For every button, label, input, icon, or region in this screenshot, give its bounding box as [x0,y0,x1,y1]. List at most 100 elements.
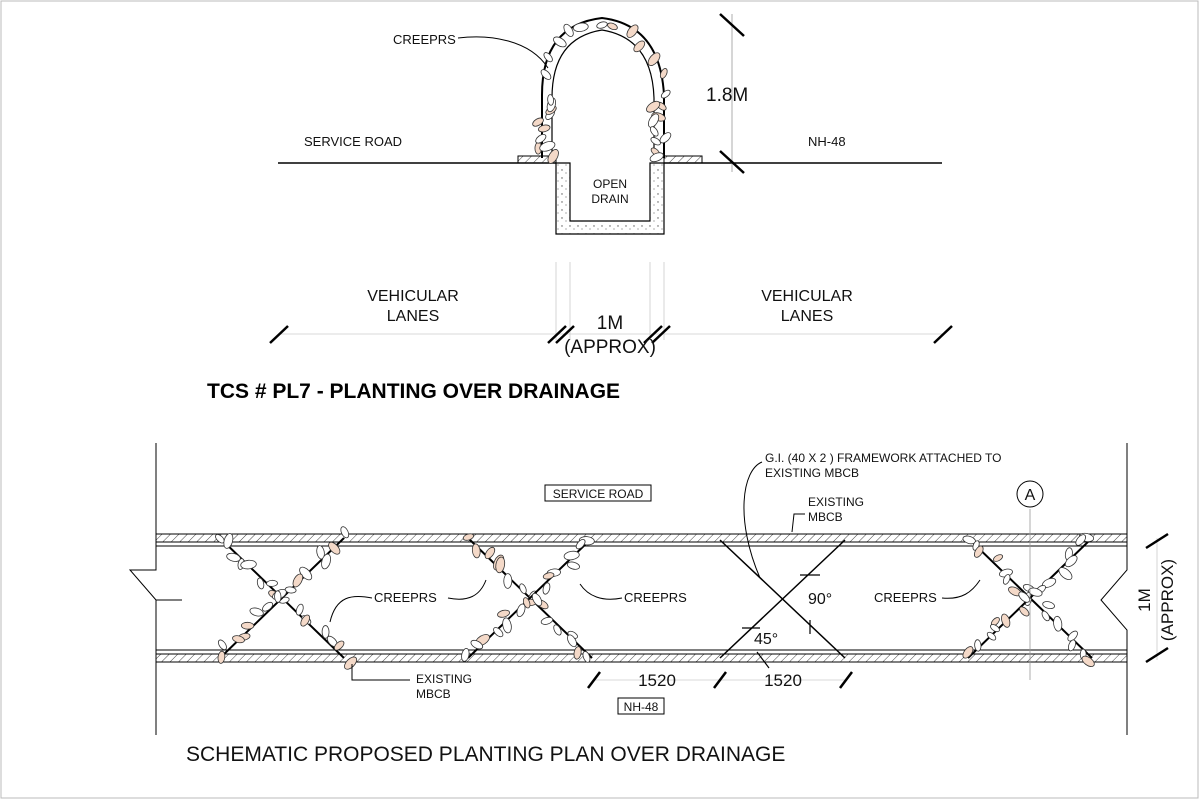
leaf-shape [563,23,574,37]
leaf-shape [519,583,527,594]
leaf-shape [542,572,555,580]
leaf-shape [1042,601,1055,610]
section-marker-circle [1016,480,1044,508]
leaf-shape [502,617,512,634]
leaf-shape [537,124,551,133]
side-dim-tick-bottom [1145,646,1169,664]
leaf-shape [986,631,997,641]
leaf-shape [223,533,234,549]
leaf-shape [553,624,562,636]
existing-top-2: MBCB [808,510,843,524]
leaf-shape [295,603,304,616]
plan-left-break [128,443,182,735]
creepers-2-leader [579,583,623,600]
creepers-1-leader [329,595,373,623]
spacing-tick-2 [713,671,727,689]
leaf-shape [582,651,591,663]
plan-right-break [1100,443,1128,735]
spacing-label-2: 1520 [764,671,802,690]
leaf-shape [240,621,255,630]
framework-leader [743,461,763,579]
side-dim-tick-top [1145,532,1169,550]
leaf-shape [647,52,661,66]
leaf-shape [573,646,582,660]
leaf-shape [240,559,257,570]
creeper-x-1 [215,526,358,670]
leaf-shape [471,543,481,559]
leaf-shape [300,614,311,627]
leaf-shape [284,586,297,594]
existing-top-leader [791,513,805,533]
leaf-shape [596,21,608,29]
leaf-shape [461,648,470,662]
leaf-shape [646,100,661,113]
service-road-box [544,484,652,502]
leaf-shape [1067,639,1076,652]
lanes-tick-6 [933,325,953,344]
vehicular-left-2: LANES [387,308,439,325]
leaf-shape [249,607,264,617]
section-marker-label: A [1025,487,1036,504]
existing-bottom-1: EXISTING [416,672,472,686]
leaf-shape [274,590,282,603]
leaf-shape [990,624,1000,633]
spacing-tick-3 [839,671,853,689]
leaf-shape [647,113,660,128]
curb-right [663,155,703,164]
leaf-shape [1067,630,1078,642]
section-view: CREEPRS 1.8M SERVICE ROAD NH-48 OPEN DRA… [207,13,953,403]
open-drain-label-1: OPEN [593,177,627,191]
section-service-road: SERVICE ROAD [304,134,402,149]
leaf-shape [316,545,325,560]
leaf-shape [321,625,330,639]
side-dim-2: (APPROX) [1158,559,1177,641]
existing-top-1: EXISTING [808,495,864,509]
leaf-shape [659,68,668,79]
leaf-shape [217,639,227,651]
leaf-shape [1053,615,1063,632]
section-creepers-label: CREEPRS [393,32,456,47]
leaf-shape [1081,655,1095,667]
leaf-shape [575,539,586,550]
creepers-x2-leader [447,579,487,600]
arch-creepers [532,21,672,164]
existing-bottom-2: MBCB [416,687,451,701]
leaf-shape [626,24,639,38]
plan-creepers-1: CREEPRS [374,590,437,605]
leaf-shape [1064,555,1078,568]
leaf-shape [256,577,265,590]
creeper-x-3 [962,532,1095,667]
leaf-shape [1001,613,1011,628]
plan-creepers-3: CREEPRS [874,590,937,605]
leaf-shape [543,52,553,63]
lanes-tick-5 [651,325,671,344]
leaf-shape [649,152,664,163]
leaf-shape [340,526,350,539]
leaf-shape [328,541,341,555]
leaf-shape [540,616,554,625]
vehicular-right-1: VEHICULAR [761,288,853,305]
leaf-shape [974,639,982,652]
leaf-shape [1019,606,1030,617]
leaf-shape [321,553,331,570]
arch-frame-inner [551,29,655,158]
leaf-shape [1018,591,1030,603]
open-drain-label-2: DRAIN [591,192,628,206]
leaf-shape [232,635,245,644]
angle-45-label: 45° [754,631,778,648]
leaf-shape [266,579,278,587]
height-dim-label: 1.8M [706,85,748,106]
leaf-shape [993,554,1004,562]
lanes-tick-1 [269,325,289,344]
leaf-shape [1002,574,1011,585]
leaf-shape [344,656,358,670]
leaf-shape [540,69,552,80]
leaf-shape [262,601,274,612]
lanes-tick-4 [643,325,663,344]
nh48-box [617,697,665,715]
height-dim-tick-bottom [719,150,745,174]
height-dim-tick-top [719,13,745,37]
angle-90-label: 90° [808,591,832,608]
